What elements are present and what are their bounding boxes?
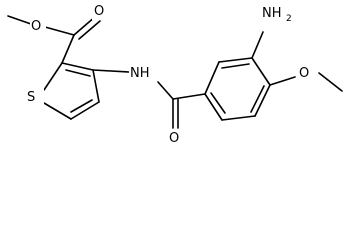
methoxy-oxygen-label: O [299, 66, 309, 81]
amino-nh2-subscript: 2 [286, 14, 292, 24]
bond [43, 102, 72, 120]
sulfur-atom-label: S [27, 90, 35, 105]
bond [78, 20, 101, 40]
amide-oxygen-label: O [169, 131, 179, 146]
bond [92, 69, 100, 103]
bond [269, 76, 296, 86]
bond [318, 72, 343, 92]
molecule-structure-diagram: S NH NH 2 O O O O [7, 2, 343, 147]
bond [7, 15, 32, 25]
bond [221, 115, 256, 121]
bond [65, 69, 91, 77]
bond [218, 57, 253, 63]
amino-nh2-label: NH [262, 6, 282, 21]
bond [61, 62, 94, 71]
bond [70, 101, 100, 120]
bond [204, 61, 220, 95]
bond [172, 93, 206, 100]
amide-nh-label: NH [130, 66, 150, 81]
bond [210, 92, 226, 114]
bond [204, 93, 223, 121]
bond [251, 57, 271, 86]
bond [251, 31, 264, 59]
ester-oxygen-label: O [31, 19, 41, 34]
bond [250, 85, 265, 113]
bond [254, 84, 271, 117]
bond [61, 34, 75, 64]
bond-layer [7, 15, 343, 129]
bond [43, 62, 63, 91]
bond [157, 81, 174, 100]
atom-label-layer: S NH NH 2 O O O O [26, 2, 317, 147]
bond [221, 63, 250, 69]
bond [92, 69, 130, 73]
ester-carbonyl-oxygen-label: O [94, 4, 104, 19]
bond [70, 99, 93, 113]
bond [44, 26, 75, 36]
